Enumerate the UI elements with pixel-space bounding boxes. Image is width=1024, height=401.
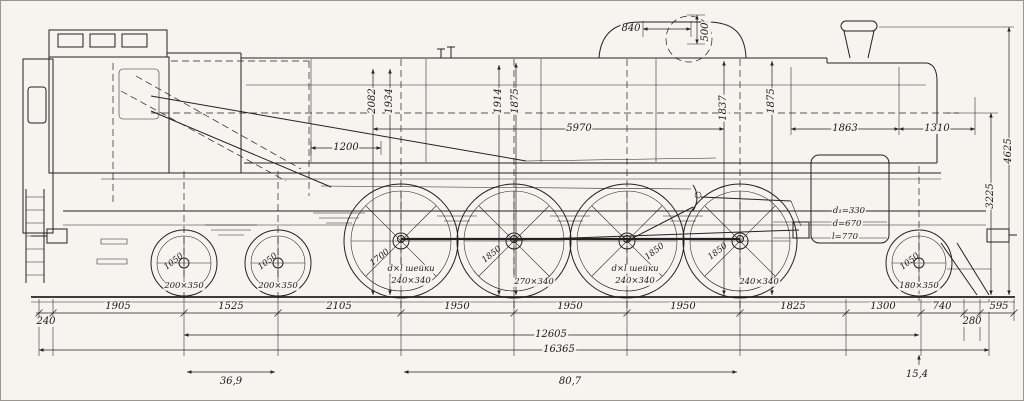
steam-dome <box>599 16 746 62</box>
bogie2-diameter: 1050 <box>256 251 280 273</box>
dim-height-3225: 3225 <box>985 182 996 210</box>
dim-height-2082: 2082 <box>367 87 378 115</box>
dim-dome-diameter: 840 <box>620 23 642 34</box>
dim-length-5970: 5970 <box>565 123 593 134</box>
chain-240: 240 <box>35 316 57 327</box>
pilot <box>941 243 991 295</box>
trailing-diameter: 1050 <box>898 251 922 273</box>
dim-height-1934: 1934 <box>384 87 395 115</box>
chain-1525: 1525 <box>217 301 245 312</box>
dim-height-1875-a: 1875 <box>510 87 521 115</box>
chain-1950-c: 1950 <box>669 301 697 312</box>
bogie2-journal: 200×350 <box>257 280 299 291</box>
dim-length-1310: 1310 <box>923 123 951 134</box>
cylinder-note-line-1: d₁=330 <box>831 205 867 216</box>
chain-280: 280 <box>961 316 983 327</box>
dim-height-4625: 4625 <box>1003 137 1014 165</box>
chain-1825: 1825 <box>779 301 807 312</box>
trailing-journal: 180×350 <box>898 280 940 291</box>
chain-740: 740 <box>931 301 953 312</box>
chain-1950-a: 1950 <box>443 301 471 312</box>
driver3-journal-note: d×l шейки <box>610 263 660 274</box>
total-overall: 16365 <box>542 344 576 355</box>
cylinder-note-line-2: d=670 <box>831 218 863 229</box>
driver3-journal: 240×340 <box>614 275 656 286</box>
motion-gear <box>321 185 887 243</box>
chain-1950-b: 1950 <box>556 301 584 312</box>
boiler <box>101 47 959 187</box>
cylinder-block <box>811 155 889 243</box>
dim-height-1837: 1837 <box>718 94 729 122</box>
load-trailing: 15,4 <box>904 369 930 380</box>
total-wheelbase: 12605 <box>534 329 568 340</box>
load-drivers: 80,7 <box>557 376 583 387</box>
bogie1-journal: 200×350 <box>163 280 205 291</box>
dim-dome-height: 500 <box>700 21 711 43</box>
driver1-journal-note: d×l шейки <box>386 263 436 274</box>
chain-595: 595 <box>988 301 1010 312</box>
load-bogie: 36,9 <box>218 376 244 387</box>
driver1-journal: 240×340 <box>390 275 432 286</box>
chain-1300: 1300 <box>869 301 897 312</box>
dim-length-1200: 1200 <box>332 142 360 153</box>
ladder <box>26 189 44 283</box>
driver2-journal: 270×340 <box>513 276 555 287</box>
chain-1905: 1905 <box>104 301 132 312</box>
dim-length-1863: 1863 <box>831 123 859 134</box>
driver2-diameter: 1850 <box>480 244 504 266</box>
driver4-journal: 240×340 <box>738 276 780 287</box>
driver3-diameter: 1850 <box>643 241 667 263</box>
cylinder-note-line-3: l=770 <box>830 231 860 242</box>
chimney <box>841 21 877 58</box>
chain-2105: 2105 <box>325 301 353 312</box>
driver4-diameter: 1850 <box>706 241 730 263</box>
bogie1-diameter: 1050 <box>162 251 186 273</box>
dim-height-1914: 1914 <box>493 87 504 115</box>
dim-height-1875-b: 1875 <box>766 87 777 115</box>
